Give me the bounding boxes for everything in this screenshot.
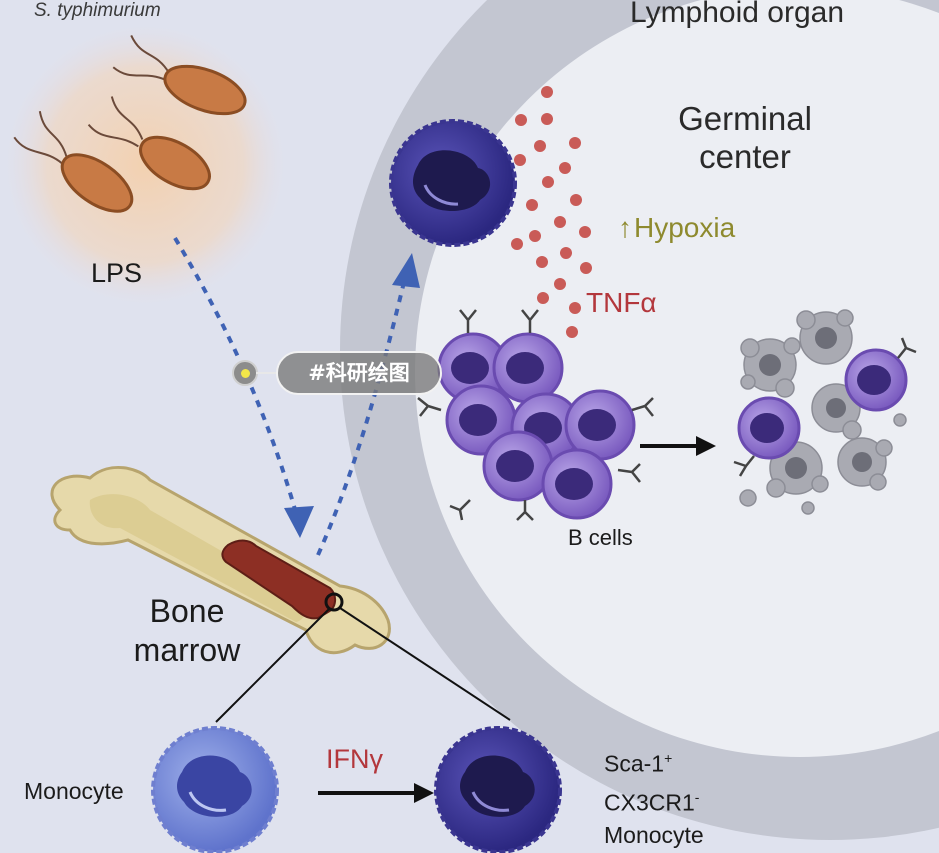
hypoxia-label: ↑Hypoxia — [618, 212, 735, 244]
b-cell-icon — [482, 430, 554, 502]
antibody-icon — [417, 309, 654, 521]
hypoxia-text: Hypoxia — [634, 212, 736, 243]
b-cell-icon — [492, 332, 564, 404]
apoptotic-cell-cluster — [733, 309, 917, 515]
b-cell-icon — [737, 396, 801, 460]
sca-text: Sca-1 — [604, 750, 665, 777]
bacterium-icon — [112, 35, 247, 116]
tnf-dots — [511, 86, 592, 338]
activated-monocyte-icon — [389, 119, 517, 247]
monocyte-label: Monocyte — [24, 778, 124, 804]
sca-line: Sca-1+ — [604, 742, 704, 781]
lymphoid-organ-label: Lymphoid organ — [630, 0, 845, 29]
cx-line: CX3CR1- — [604, 781, 704, 820]
organism-label: S. typhimurium — [34, 0, 161, 21]
marrow-to-organ-arrow — [316, 277, 407, 556]
up-arrow-icon: ↑ — [618, 212, 632, 243]
arrow-icon — [392, 253, 420, 288]
hashtag-label[interactable]: #科研绘图 — [276, 351, 442, 395]
bacteria-cluster — [5, 25, 285, 305]
bacterium-icon — [13, 111, 134, 213]
tnf-label: TNFα — [586, 287, 657, 318]
arrow-icon — [284, 506, 314, 538]
cx-text: CX3CR1 — [604, 789, 695, 816]
bone-marrow-label: Bone marrow — [133, 593, 241, 668]
cx-sup: - — [694, 788, 700, 805]
zoom-line-left — [215, 607, 331, 723]
sca-monocyte-label: Sca-1+ CX3CR1- Monocyte — [604, 742, 704, 852]
bacteria-glow — [5, 25, 285, 305]
bone-icon — [50, 465, 511, 723]
germinal-center — [415, 0, 939, 757]
b-cell-cluster — [417, 309, 654, 521]
marrow-focus-circle — [324, 592, 344, 612]
b-cell-icon — [541, 448, 613, 520]
hashtag-chip[interactable]: #科研绘图 — [232, 351, 442, 395]
b-cells-label: B cells — [568, 525, 633, 550]
bacterium-icon — [87, 96, 211, 191]
b-cell-icon — [844, 348, 908, 412]
ifn-label: IFNγ — [326, 744, 383, 774]
tag-dot-icon[interactable] — [232, 360, 258, 386]
apoptotic-cell-icon — [739, 309, 907, 515]
lps-label: LPS — [91, 258, 143, 288]
tag-connector — [256, 372, 278, 374]
antibody-icon — [733, 337, 917, 477]
monocyte-cell-icon — [151, 726, 279, 853]
sca-mono-line: Monocyte — [604, 822, 704, 849]
germinal-center-label: Germinal center — [678, 100, 812, 175]
activated-monocyte-icon — [434, 726, 562, 853]
zoom-line-right — [339, 607, 511, 721]
sca-sup: + — [664, 750, 673, 766]
